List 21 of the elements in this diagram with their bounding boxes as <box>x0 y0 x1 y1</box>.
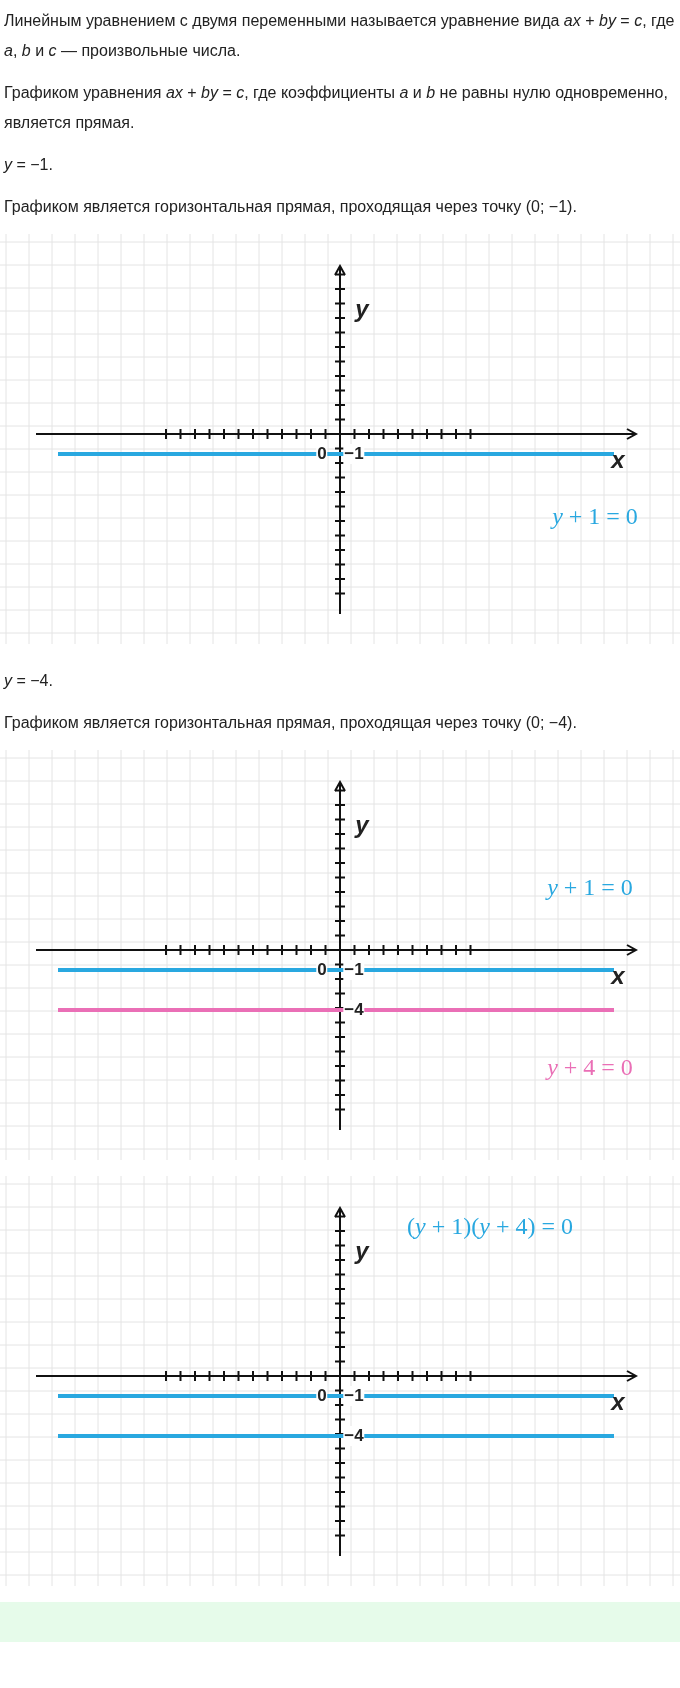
tick-label: −4 <box>343 1426 365 1446</box>
axis-label: y <box>355 811 369 839</box>
axis-label: y <box>355 1237 369 1265</box>
tick-label: −4 <box>343 1000 365 1020</box>
text-paragraph: y = −4. <box>2 671 54 691</box>
axis-label: x <box>611 1388 625 1416</box>
equation-label: y + 1 = 0 <box>552 502 638 530</box>
tick-label: −1 <box>343 1386 365 1406</box>
text-paragraph: y = −1. <box>2 155 54 175</box>
equation-label: y + 1 = 0 <box>547 873 633 901</box>
tick-label: −1 <box>343 960 365 980</box>
equation-label: (y + 1)(y + 4) = 0 <box>407 1212 573 1240</box>
axis-label: x <box>611 446 625 474</box>
axis-label: y <box>355 295 369 323</box>
text-paragraph: Графиком уравнения ax + by = c, где коэффициенты a и b не равны нулю одновременно, является прямая. <box>3 83 669 133</box>
tick-label: −1 <box>343 444 365 464</box>
equation-label: y + 4 = 0 <box>547 1053 633 1081</box>
text-paragraph: Графиком является горизонтальная прямая, проходящая через точку (0; −1). <box>3 197 578 217</box>
text-paragraph: Графиком является горизонтальная прямая, проходящая через точку (0; −4). <box>3 713 578 733</box>
axis-label: x <box>611 962 625 990</box>
text-paragraph: Линейным уравнением с двумя переменными называется уравнение вида ax + by = c, где a, b и c — произвольные числа. <box>3 11 676 61</box>
